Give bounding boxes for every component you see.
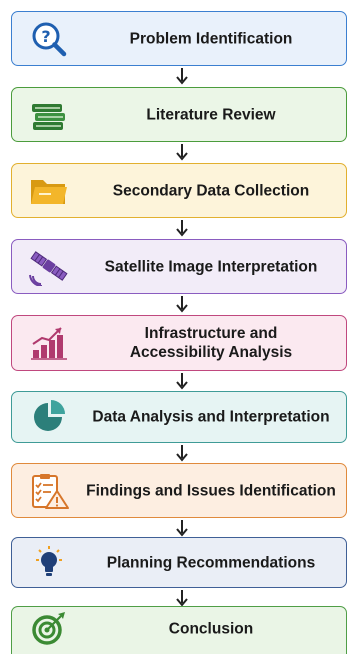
books-icon xyxy=(25,95,73,135)
step-secondary-data-collection: Secondary Data Collection xyxy=(11,163,347,218)
step-label: Problem Identification xyxy=(129,30,293,47)
arrow-down-icon xyxy=(174,294,190,314)
step-planning-recommendations: Planning Recommendations xyxy=(11,537,347,588)
step-data-analysis-interpretation: Data Analysis and Interpretation xyxy=(11,391,347,443)
step-literature-review: Literature Review xyxy=(11,87,347,142)
pie-chart-icon xyxy=(25,397,73,437)
step-label: Findings and Issues Identification xyxy=(86,482,336,499)
step-label: Data Analysis and Interpretation xyxy=(92,408,330,426)
arrow-down-icon xyxy=(174,218,190,238)
step-label: Conclusion xyxy=(168,620,254,638)
svg-text:?: ? xyxy=(41,27,50,46)
arrow-down-icon xyxy=(174,371,190,391)
question-magnifier-icon: ? xyxy=(25,19,73,59)
satellite-icon xyxy=(25,247,73,287)
step-infrastructure-accessibility-analysis: Infrastructure and Accessibility Analysi… xyxy=(11,315,347,371)
arrow-down-icon xyxy=(174,443,190,463)
step-conclusion: Conclusion xyxy=(11,606,347,654)
step-findings-issues-identification: Findings and Issues Identification xyxy=(11,463,347,518)
step-label: Planning Recommendations xyxy=(106,554,316,571)
step-label: Secondary Data Collection xyxy=(112,182,310,199)
arrow-down-icon xyxy=(174,142,190,162)
bar-chart-icon xyxy=(25,323,73,363)
arrow-down-icon xyxy=(174,518,190,538)
step-satellite-image-interpretation: Satellite Image Interpretation xyxy=(11,239,347,294)
lightbulb-icon xyxy=(25,543,73,583)
step-label: Satellite Image Interpretation xyxy=(104,258,318,275)
arrow-down-icon xyxy=(174,66,190,86)
folder-icon xyxy=(25,171,73,211)
step-label: Literature Review xyxy=(146,106,276,123)
checklist-warning-icon xyxy=(25,471,73,511)
target-icon xyxy=(25,609,73,649)
step-problem-identification: ? Problem Identification xyxy=(11,11,347,66)
step-label: Infrastructure and Accessibility Analysi… xyxy=(129,325,293,361)
arrow-down-icon xyxy=(174,588,190,608)
